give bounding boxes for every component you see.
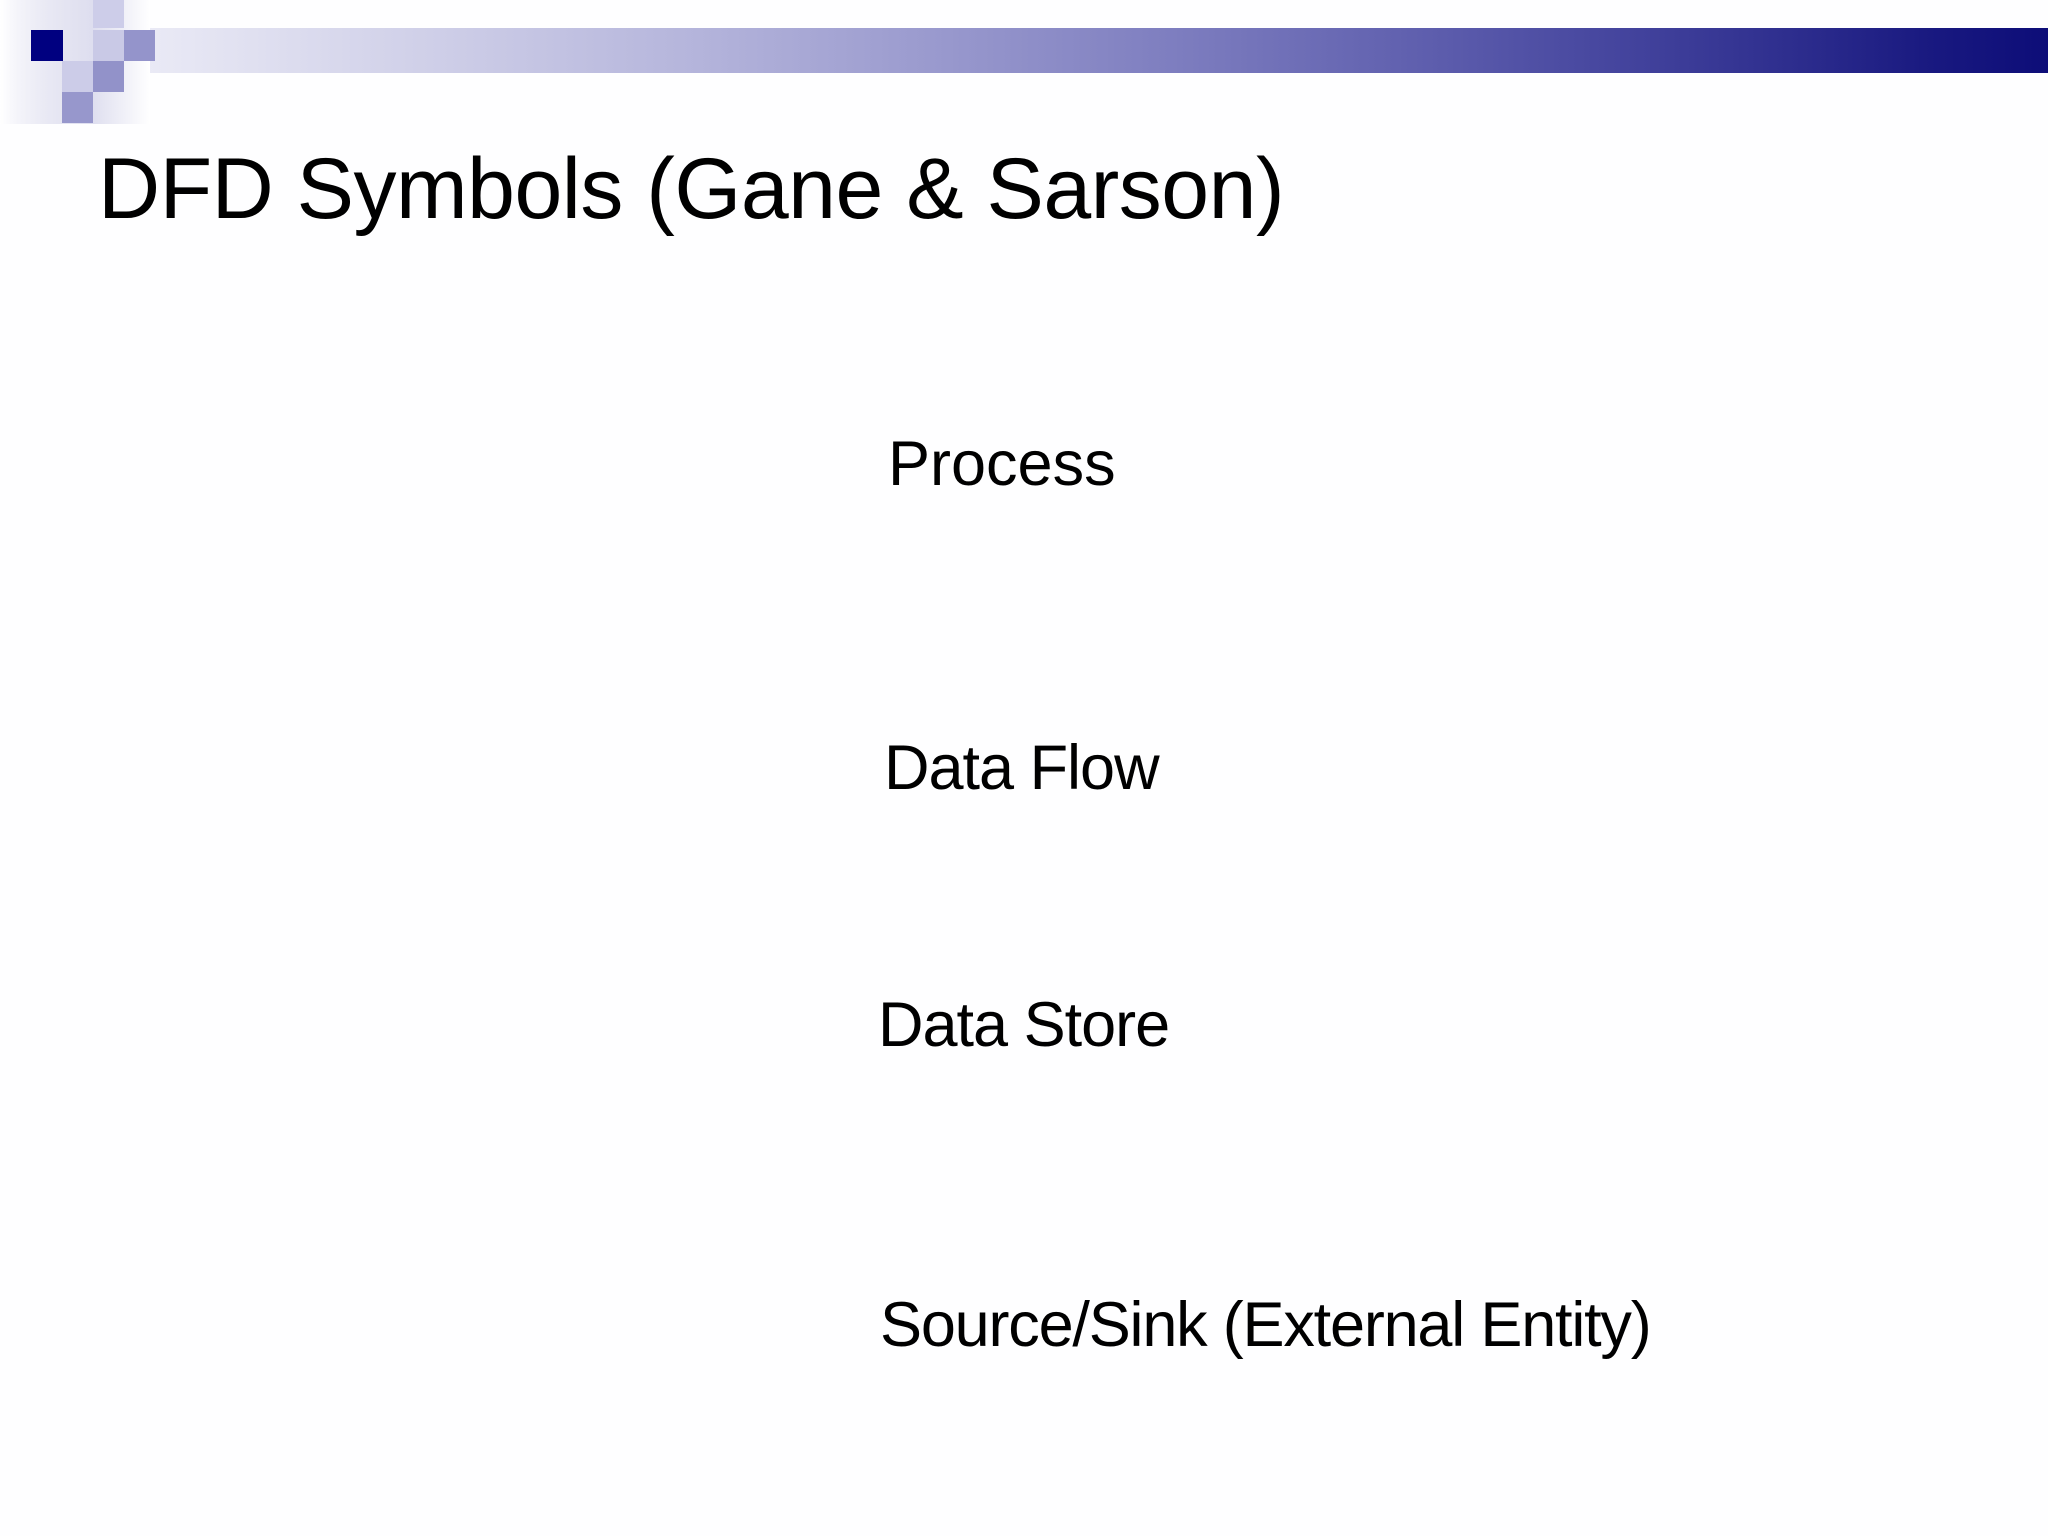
chk-medium-low (93, 61, 124, 92)
dfd-symbol-label-data-store: Data Store (878, 990, 1170, 1060)
header-gradient-band (0, 28, 2048, 73)
chk-light-mid (93, 30, 124, 61)
dfd-symbol-label-process: Process (888, 429, 1116, 499)
dfd-symbol-label-data-flow: Data Flow (884, 733, 1160, 803)
dfd-symbol-label-source-sink: Source/Sink (External Entity) (880, 1290, 1652, 1360)
chk-light-low-left (62, 61, 93, 92)
chk-navy (31, 30, 63, 61)
chk-light-top-right (93, 0, 124, 28)
page-title: DFD Symbols (Gane & Sarson) (98, 140, 1285, 237)
chk-medium-bottom (62, 92, 93, 123)
chk-medium-mid (124, 30, 155, 61)
